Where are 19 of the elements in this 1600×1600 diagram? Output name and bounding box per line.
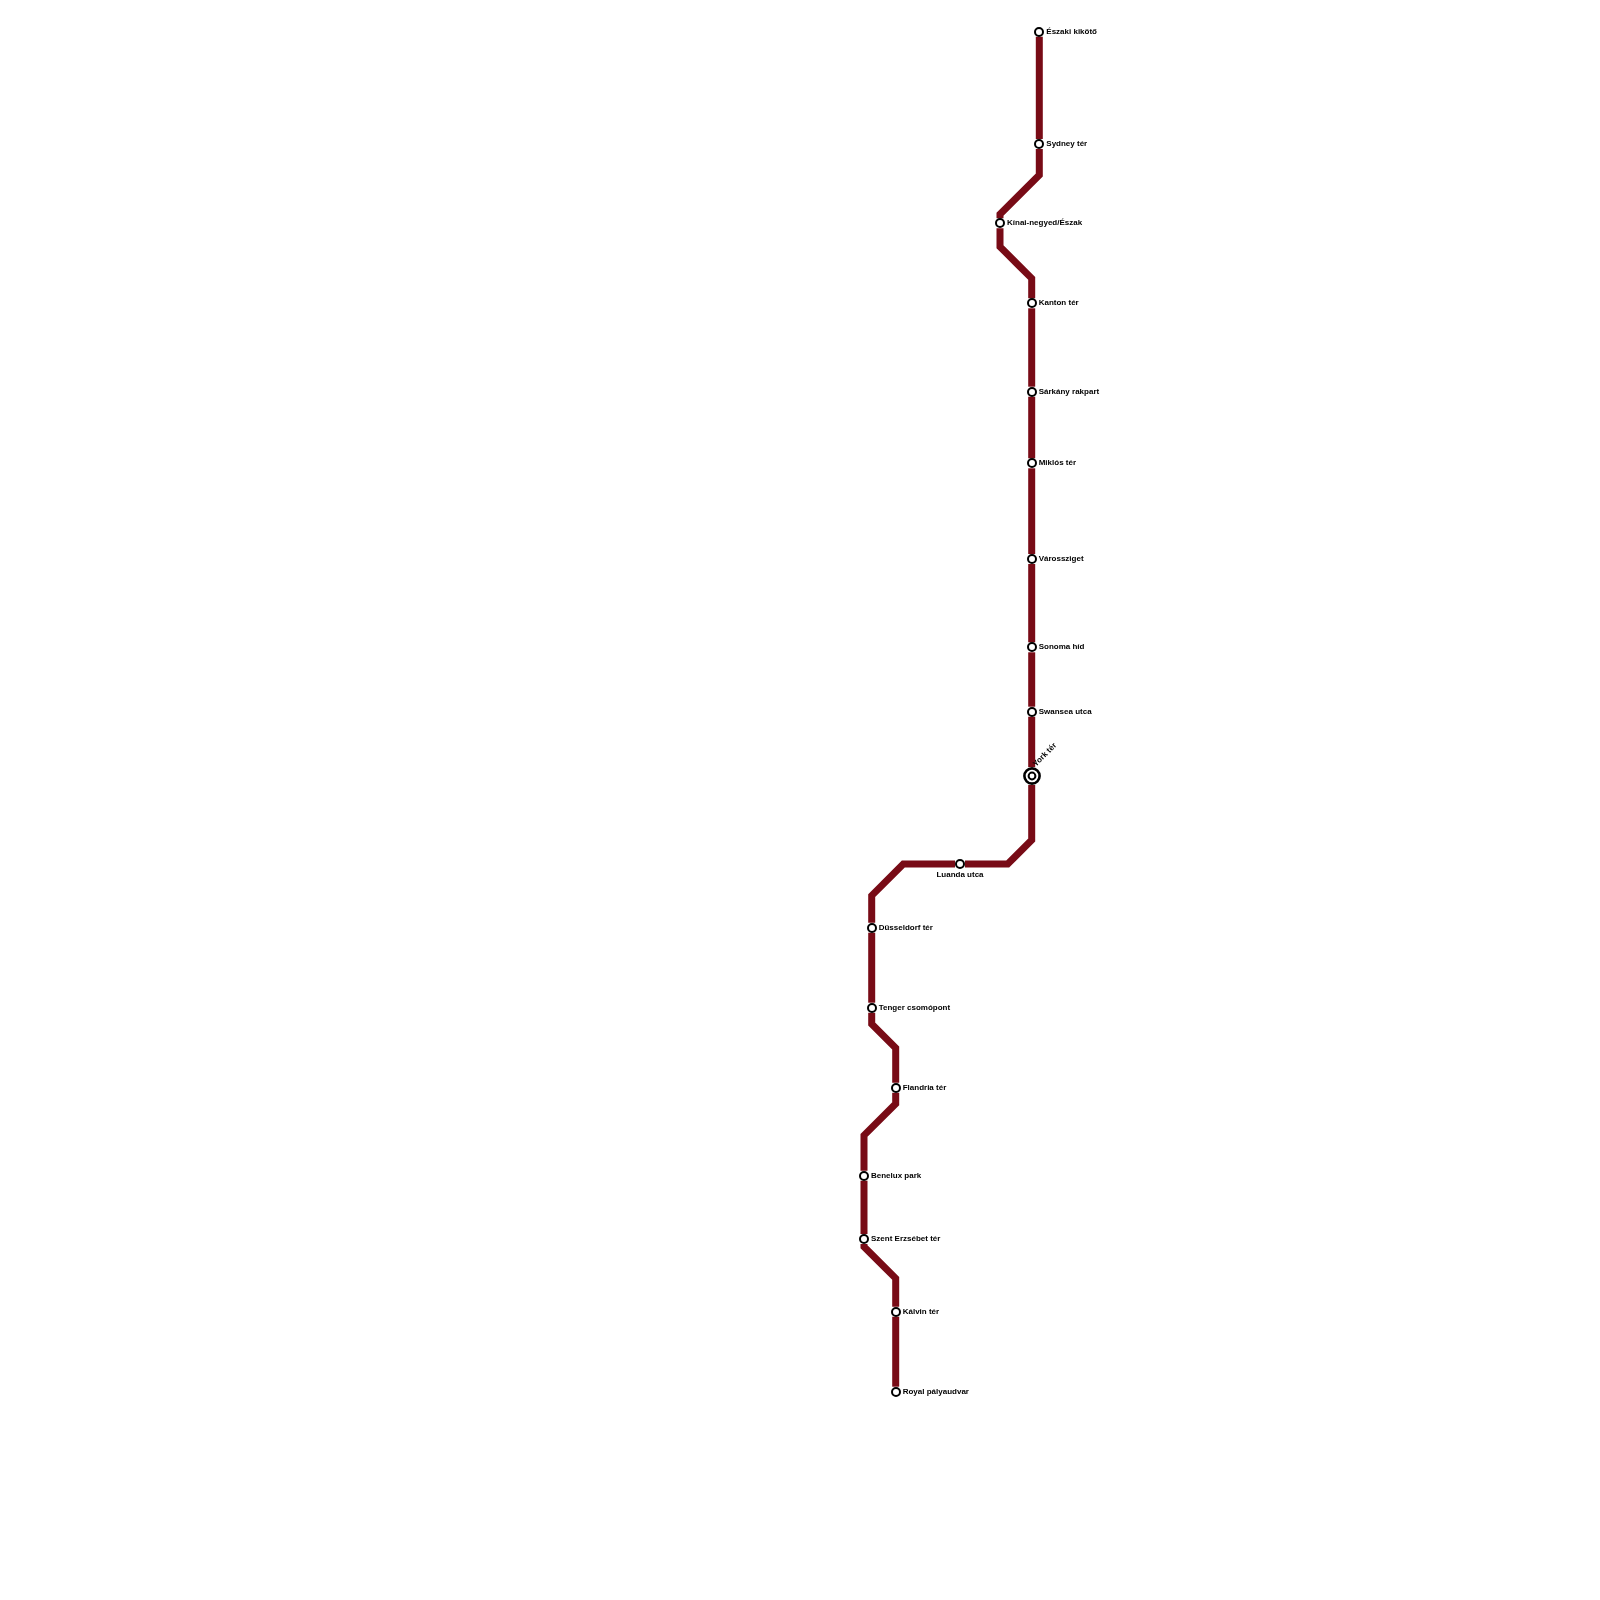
station-label: Swansea utca	[1038, 706, 1092, 717]
station-label: Várossziget	[1038, 554, 1084, 564]
metro-line	[1028, 396, 1036, 459]
station-label: Miklós tér	[1038, 458, 1077, 469]
station-label: Benelux park	[871, 1170, 922, 1181]
metro-line	[1028, 716, 1036, 767]
station-label: Tenger csomópont	[878, 1002, 951, 1013]
station-label: Kanton tér	[1038, 298, 1079, 309]
station-label: Sydney tér	[1046, 139, 1088, 149]
station-label: Északi kikötő	[1046, 26, 1097, 37]
station-label: Sonoma híd	[1038, 642, 1085, 653]
station-label: Flandria tér	[902, 1082, 947, 1093]
station-label: Kínai-negyed/Észak	[1007, 218, 1083, 229]
station-label: Royal pályaudvar	[902, 1386, 969, 1397]
station-label: Kálvin tér	[902, 1306, 940, 1317]
station-label: Sárkány rakpart	[1038, 386, 1100, 397]
station-label: Szent Erzsébet tér	[871, 1234, 941, 1244]
station-label: Luanda utca	[936, 870, 984, 880]
station-label: Düsseldorf tér	[878, 922, 933, 933]
